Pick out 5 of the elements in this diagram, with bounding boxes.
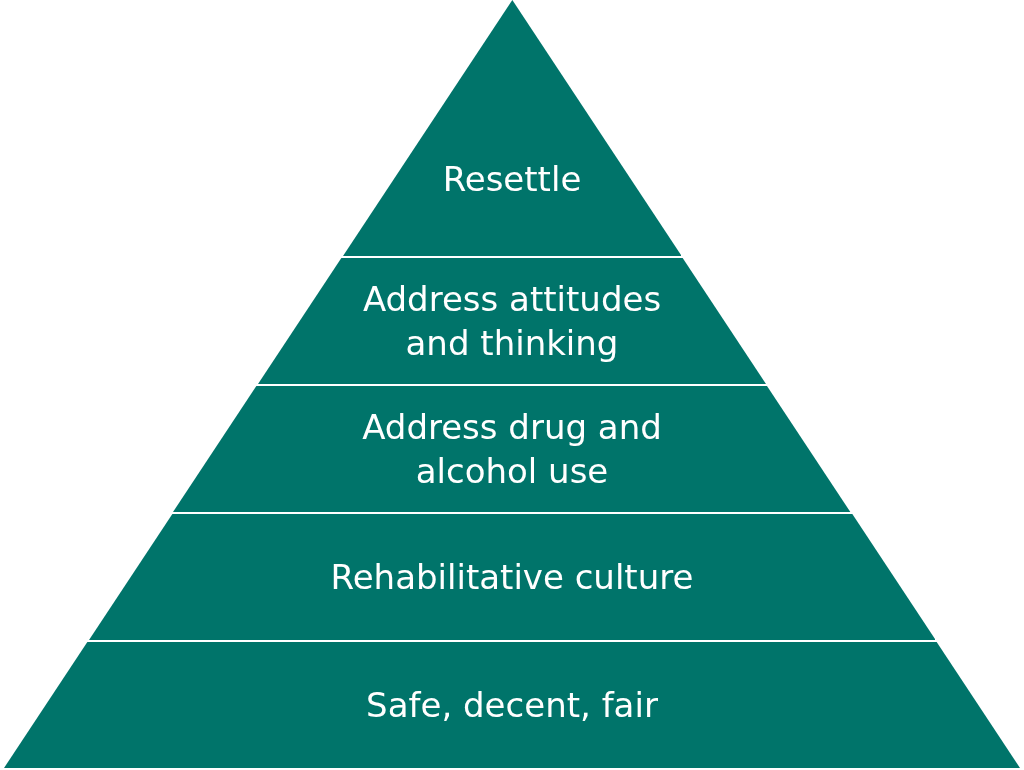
level-label: Rehabilitative culture bbox=[330, 556, 694, 599]
level-label: Address drug and alcohol use bbox=[361, 406, 663, 493]
level-label: Address attitudes and thinking bbox=[361, 278, 663, 365]
level-label: Safe, decent, fair bbox=[366, 684, 658, 727]
level-label: Resettle bbox=[442, 158, 582, 202]
